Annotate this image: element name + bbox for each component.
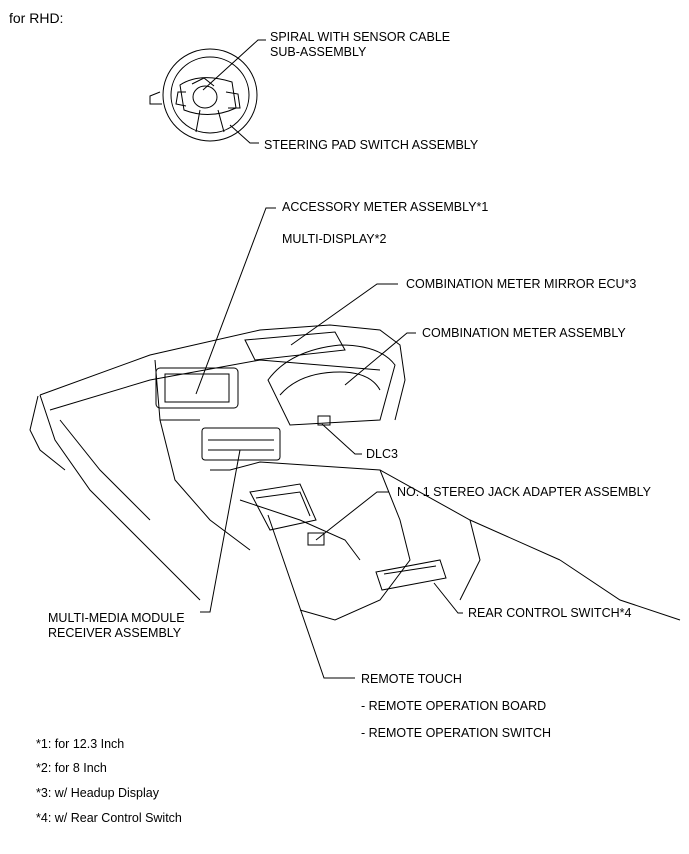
steering-wheel-drawing — [149, 48, 258, 142]
footnote-2: *2: for 8 Inch — [36, 761, 107, 775]
accessory-meter-label: ACCESSORY METER ASSEMBLY*1 — [282, 200, 489, 214]
dashboard-drawing — [29, 324, 681, 621]
remote-operation-board-label: - REMOTE OPERATION BOARD — [361, 699, 547, 713]
footnote-1: *1: for 12.3 Inch — [36, 737, 125, 751]
stereo-jack-drawing — [307, 532, 325, 546]
multi-display-label: MULTI-DISPLAY*2 — [282, 232, 387, 246]
combination-meter-mirror-label: COMBINATION METER MIRROR ECU*3 — [406, 277, 637, 291]
multimedia-receiver-drawing — [201, 427, 281, 461]
diagram-heading: for RHD: — [9, 10, 64, 26]
dlc3-connector-drawing — [317, 415, 331, 426]
rear-control-switch-drawing — [375, 559, 447, 591]
rear-control-switch-label: REAR CONTROL SWITCH*4 — [468, 606, 632, 620]
spiral-cable-label-line2: SUB-ASSEMBLY — [270, 45, 367, 59]
accessory-meter-drawing — [155, 367, 239, 409]
spiral-cable-label: SPIRAL WITH SENSOR CABLE — [270, 30, 451, 44]
remote-touch-drawing — [249, 483, 317, 531]
multimedia-receiver-label-line2: RECEIVER ASSEMBLY — [48, 626, 182, 640]
footnote-4: *4: w/ Rear Control Switch — [36, 811, 182, 825]
stereo-jack-label: NO. 1 STEREO JACK ADAPTER ASSEMBLY — [397, 485, 652, 499]
remote-touch-label: REMOTE TOUCH — [361, 672, 462, 686]
footnote-3: *3: w/ Headup Display — [36, 786, 159, 800]
dlc3-label: DLC3 — [366, 447, 398, 461]
multimedia-receiver-label: MULTI-MEDIA MODULE — [48, 611, 185, 625]
steering-pad-switch-label: STEERING PAD SWITCH ASSEMBLY — [264, 138, 479, 152]
combination-meter-drawing — [244, 331, 396, 426]
remote-operation-switch-label: - REMOTE OPERATION SWITCH — [361, 726, 552, 740]
combination-meter-label: COMBINATION METER ASSEMBLY — [422, 326, 626, 340]
